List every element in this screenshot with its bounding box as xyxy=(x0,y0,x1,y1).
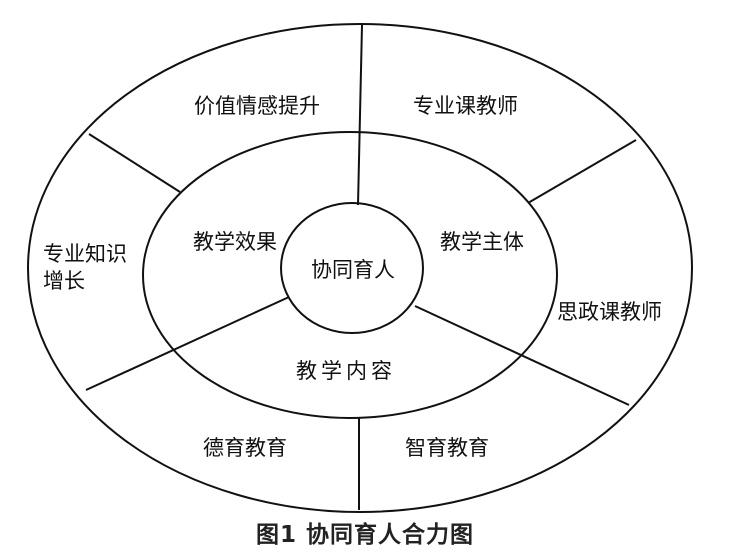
label-teaching-effect: 教学效果 xyxy=(193,230,277,254)
divider-upper-left xyxy=(88,133,181,193)
divider-upper-right xyxy=(527,139,637,204)
label-knowledge-line2: 增长 xyxy=(43,269,85,293)
outer-ring xyxy=(27,23,693,513)
middle-ring xyxy=(142,131,558,419)
label-teaching-subject: 教学主体 xyxy=(440,230,524,254)
center-circle xyxy=(280,202,424,334)
label-knowledge-line1: 专业知识 xyxy=(43,242,127,266)
label-ideology-teacher: 思政课教师 xyxy=(557,300,662,324)
divider-top xyxy=(357,24,363,206)
label-major-teacher: 专业课教师 xyxy=(413,94,518,118)
divider-lower-right xyxy=(414,305,630,406)
divider-lower-left xyxy=(85,296,290,391)
label-teaching-content: 教学内容 xyxy=(296,359,396,383)
label-intellectual-education: 智育教育 xyxy=(405,436,489,460)
label-moral-education: 德育教育 xyxy=(203,436,287,460)
figure-caption: 图1 协同育人合力图 xyxy=(256,522,475,548)
label-value-emotion: 价值情感提升 xyxy=(194,94,320,118)
label-center: 协同育人 xyxy=(311,258,395,282)
